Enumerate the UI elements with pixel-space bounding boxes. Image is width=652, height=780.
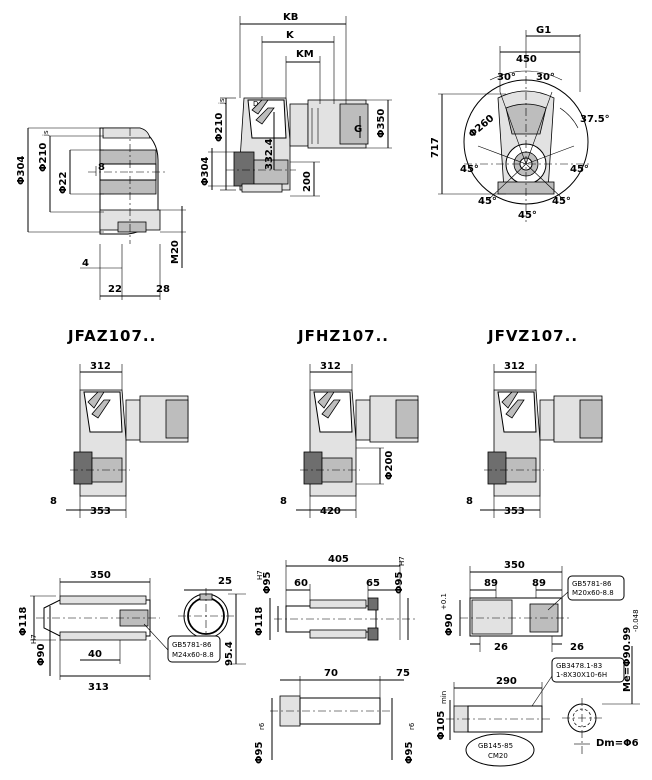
dim-flange-angle-45-e: 45° [552,196,571,207]
dim-offset: 8 [50,496,57,507]
dim-length: 420 [320,506,341,517]
model-title: JFVZ107.. [487,327,578,345]
dim-main-332-4: 332.4 [264,138,275,170]
dim-phi200: Φ200 [384,451,395,480]
dim-shaft-h-phi95-left-fit: H7 [256,570,264,580]
model-title: JFAZ107.. [67,327,156,345]
dim-width: 312 [504,361,525,372]
dim-shaft-a-313: 313 [88,682,109,693]
dim-side-phi304: Φ304 [16,156,27,185]
dim-shaft-h-phi95-right: Φ95 [394,572,405,594]
callout-bolt-standard: GB5781-86 [572,580,612,588]
dim-side-8: 8 [98,162,105,173]
dim-side-phi210: Φ210 [38,143,49,172]
dim-flange-angle-37-5: 37.5° [580,114,610,125]
dim-side-phi210-tolerance: js [42,130,50,137]
dim-length: 353 [504,506,525,517]
dim-side-22: 22 [108,284,122,295]
dim-side-28: 28 [156,284,170,295]
dim-flange-angle-45-b: 45° [570,164,589,175]
dim-offset: 8 [280,496,287,507]
dim-shaft-v-350: 350 [504,560,525,571]
dim-shaft-a-phi90-fit: H7 [30,634,38,644]
callout-center-hole-standard: GB145-85 [478,742,513,750]
dim-main-km: KM [296,49,314,60]
callout-spline-standard: GB3478.1-83 [556,662,602,670]
dim-shaft-a-350: 350 [90,570,111,581]
dim-shaft-a-phi90: Φ90 [36,644,47,666]
dim-flange-angle-30-left: 30° [497,72,516,83]
front-flange-view: G1 450 30° 30° 37.5° Φ260 717 45° 45° 45… [430,25,610,222]
dim-shaft-a-95-4: 95.4 [224,641,235,666]
dim-width: 312 [320,361,341,372]
dim-shaft-h-65: 65 [366,578,380,589]
dim-shaft-h-phi95-bottom-right-fit: r6 [408,722,416,730]
dim-main-g: G [354,124,362,135]
model-jfhz107: JFHZ107.. 312 8 420 Φ200 [280,327,419,518]
model-jfvz107: JFVZ107.. 312 8 353 [466,327,603,518]
dim-shaft-h-phi95-bottom-left-fit: r6 [258,722,266,730]
dim-shaft-v-89-left: 89 [484,578,498,589]
dim-shaft-h-phi95-bottom-left: Φ95 [254,742,265,764]
main-gear-unit-view: KB K KM Φ210 js Φ304 332.4 200 G Φ350 D [200,12,392,197]
dim-shaft-v-phi90: Φ90 [444,614,455,636]
dim-flange-450: 450 [516,54,537,65]
shaft-detail-v: 350 89 89 Φ90 +0.1 26 26 290 Φ105 min Me… [436,560,640,767]
dim-main-phi210: Φ210 [214,113,225,142]
callout-spline-spec: 1-8X30X10-6H [556,671,607,679]
dim-shaft-h-75: 75 [396,668,410,679]
dim-flange-angle-30-right: 30° [536,72,555,83]
dim-flange-angle-45-d: 45° [518,210,537,221]
dim-shaft-v-me: Me=Φ90.99 [622,627,633,692]
dim-main-phi350: Φ350 [376,109,387,138]
dim-offset: 8 [466,496,473,507]
dim-shaft-h-phi118: Φ118 [254,607,265,636]
dim-length: 353 [90,506,111,517]
dim-main-k: K [286,30,295,41]
dim-main-200: 200 [302,171,313,192]
dim-shaft-v-me-tolerance: -0.048 [632,609,640,632]
dim-side-m20: M20 [170,240,181,264]
dim-shaft-v-290: 290 [496,676,517,687]
callout-bolt-standard: GB5781-86 [172,641,212,649]
callout-bolt-spec: M20x60-8.8 [572,589,614,597]
shaft-detail-a: 350 Φ118 Φ90 H7 40 313 25 95.4 GB5781-86… [18,570,246,693]
callout-center-hole-spec: CM20 [488,752,508,760]
dim-shaft-h-405: 405 [328,554,349,565]
dim-width: 312 [90,361,111,372]
model-title: JFHZ107.. [297,327,389,345]
dim-shaft-a-phi118: Φ118 [18,607,29,636]
dim-shaft-v-phi105-min: min [440,691,448,704]
dim-flange-g1: G1 [536,25,551,36]
dim-shaft-a-25: 25 [218,576,232,587]
dim-shaft-v-26-left: 26 [494,642,508,653]
dim-flange-angle-45-a: 45° [460,164,479,175]
dim-flange-angle-45-c: 45° [478,196,497,207]
dim-shaft-h-70: 70 [324,668,338,679]
dim-shaft-v-phi105: Φ105 [436,711,447,740]
dim-main-kb: KB [283,12,298,23]
dim-shaft-a-40: 40 [88,649,102,660]
dim-shaft-h-phi95-right-fit: H7 [398,556,406,566]
dim-side-phi22: Φ22 [58,172,69,194]
dim-shaft-h-60: 60 [294,578,308,589]
flange-d-mark: D [253,100,258,108]
side-section-view: Φ304 Φ210 js 8 Φ22 4 22 28 M20 [16,127,186,300]
dim-main-phi304: Φ304 [200,157,211,186]
callout-bolt-spec: M24x60-8.8 [172,651,214,659]
dim-shaft-v-26-right: 26 [570,642,584,653]
dim-shaft-v-89-right: 89 [532,578,546,589]
dim-side-4: 4 [82,258,89,269]
dim-shaft-h-phi95-bottom-right: Φ95 [404,742,415,764]
dim-flange-717: 717 [430,137,441,158]
model-jfaz107: JFAZ107.. 312 8 353 [50,327,189,518]
dim-shaft-v-dm: Dm=Φ6 [596,738,639,749]
dim-shaft-h-phi95-left: Φ95 [262,572,273,594]
shaft-detail-h: 405 60 65 Φ95 H7 Φ95 H7 Φ118 70 75 Φ95 r… [254,554,416,764]
dim-shaft-v-phi90-tolerance: +0.1 [440,593,448,610]
dim-main-phi210-tolerance: js [218,98,226,105]
